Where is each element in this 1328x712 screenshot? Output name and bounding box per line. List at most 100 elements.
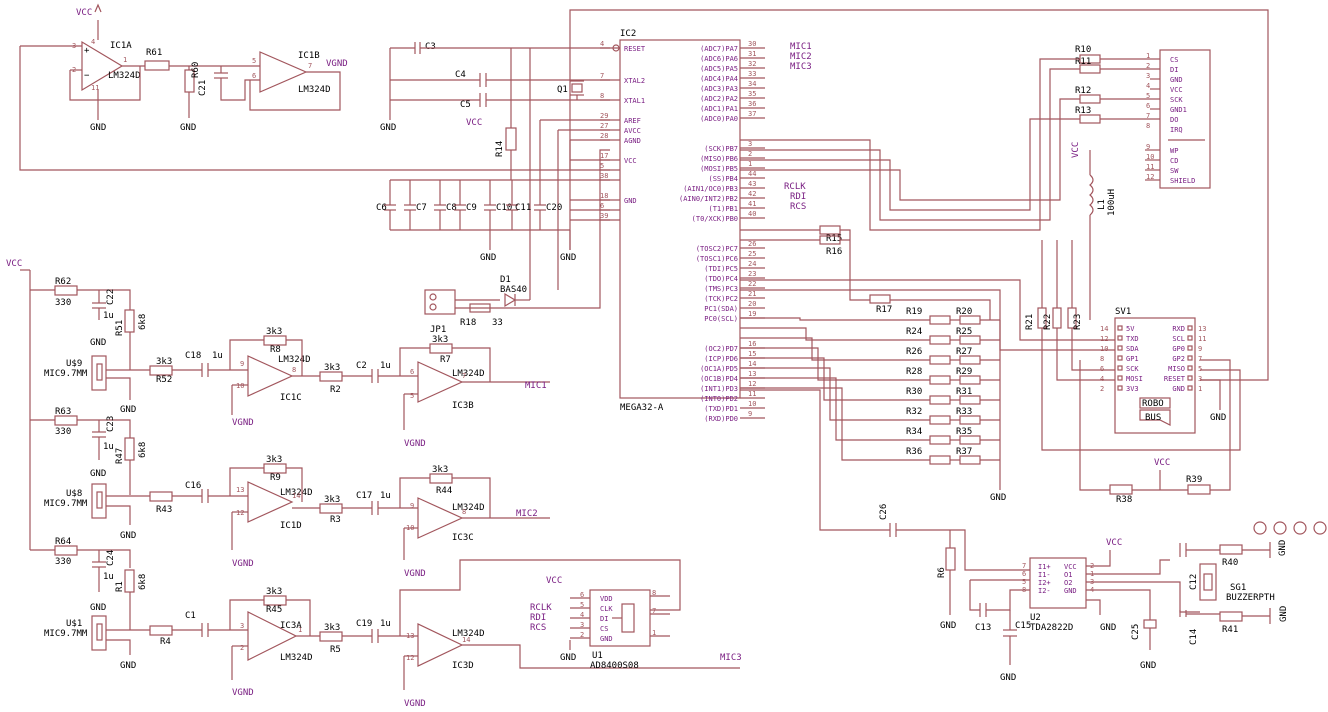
svg-text:C9: C9 <box>466 203 477 213</box>
svg-text:C20: C20 <box>546 203 562 213</box>
u2-amplifier <box>1029 557 1087 609</box>
mega-pin-name: (TMS)PC3 <box>704 285 738 293</box>
resistor <box>929 415 951 425</box>
svg-text:VCC: VCC <box>1106 538 1122 548</box>
sd-pin-name: GND <box>1170 76 1183 84</box>
c9-capacitor: C9 <box>454 180 477 230</box>
sd-pin-num: 11 <box>1146 163 1154 171</box>
mega-pin-name: (TOSC2)PC7 <box>696 245 738 253</box>
svg-text:RCLK: RCLK <box>530 603 552 613</box>
svg-text:VCC: VCC <box>546 576 562 586</box>
svg-text:BUS: BUS <box>1145 413 1161 423</box>
mega-pin-name: (ADC4)PA4 <box>700 75 738 83</box>
svg-text:1u: 1u <box>212 351 223 361</box>
ic1a-opamp <box>81 40 124 92</box>
svg-text:VCC: VCC <box>1154 458 1170 468</box>
svg-text:GND: GND <box>940 621 956 631</box>
mega-pin-name: XTAL1 <box>624 97 645 105</box>
r41-resistor <box>1219 611 1243 622</box>
svg-text:R21: R21 <box>1025 314 1035 330</box>
r38-resistor: R38 <box>1109 484 1133 505</box>
mega-pin-num: 29 <box>600 112 608 120</box>
svg-text:RDI: RDI <box>530 613 546 623</box>
sd-pin-name: CS <box>1170 56 1178 64</box>
u1-pin-num: 5 <box>580 601 584 609</box>
svg-text:6k8: 6k8 <box>138 574 148 590</box>
mega-pin-name: (OC1B)PD4 <box>700 375 738 383</box>
mega-pin-num: 2 <box>748 150 752 158</box>
mega-pin-num: 38 <box>600 172 608 180</box>
svg-text:R22: R22 <box>1043 314 1053 330</box>
resistor <box>959 435 981 445</box>
svg-text:C25: C25 <box>1131 624 1141 640</box>
svg-text:C11: C11 <box>515 203 531 213</box>
svg-text:R38: R38 <box>1116 495 1132 505</box>
mega-pin-name: (AIN0/INT2)PB2 <box>679 195 738 203</box>
svg-text:VGND: VGND <box>326 59 348 69</box>
svg-text:BAS40: BAS40 <box>500 285 527 295</box>
mega-pin-num: 39 <box>600 212 608 220</box>
svg-text:U$1: U$1 <box>66 619 82 629</box>
svg-text:3k3: 3k3 <box>324 363 340 373</box>
r2-resistor <box>319 371 343 382</box>
svg-text:LM324D: LM324D <box>278 355 311 365</box>
sd-pin-name: DI <box>1170 66 1178 74</box>
svg-text:VCC: VCC <box>466 118 482 128</box>
u1-pin-name: DI <box>600 615 608 623</box>
svg-text:MIC3: MIC3 <box>790 62 812 72</box>
svg-text:GND: GND <box>180 123 196 133</box>
svg-text:R2: R2 <box>330 385 341 395</box>
mega-pin-num: 10 <box>748 400 756 408</box>
svg-text:C26: C26 <box>879 504 889 520</box>
r15-resistor: R15 <box>819 225 842 244</box>
resistor-label: R28 <box>906 367 922 377</box>
r17-resistor: R17 <box>869 294 892 315</box>
r12-resistor: R12 <box>1075 86 1101 104</box>
svg-text:C19: C19 <box>356 619 372 629</box>
resistor <box>929 375 951 385</box>
svg-text:C2: C2 <box>356 361 367 371</box>
svg-text:LM324D: LM324D <box>452 503 485 513</box>
svg-text:BUZZERPTH: BUZZERPTH <box>1226 593 1275 603</box>
svg-text:330: 330 <box>55 427 71 437</box>
svg-text:R6: R6 <box>937 567 947 578</box>
svg-text:R15: R15 <box>826 234 842 244</box>
resistor-label: R36 <box>906 447 922 457</box>
svg-text:GND: GND <box>90 469 106 479</box>
sv1-pin-num: 2 <box>1100 385 1104 393</box>
sd-pin-num: 10 <box>1146 153 1154 161</box>
svg-text:U2: U2 <box>1030 613 1041 623</box>
mega-pin-name: (OC2)PD7 <box>704 345 738 353</box>
mega-pin-name: (T1)PB1 <box>708 205 738 213</box>
svg-text:R8: R8 <box>270 345 281 355</box>
svg-text:AD8400S08: AD8400S08 <box>590 661 639 671</box>
resistor-label: R34 <box>906 427 922 437</box>
resistor-label: R35 <box>956 427 972 437</box>
sv1-pin-name: 3V3 <box>1126 385 1139 393</box>
mega-pin-num: 19 <box>748 310 756 318</box>
sd-pin-name: IRQ <box>1170 126 1183 134</box>
resistor <box>959 455 981 465</box>
svg-text:C21: C21 <box>198 80 208 96</box>
svg-text:6: 6 <box>410 368 414 376</box>
mega-pin-num: 36 <box>748 100 756 108</box>
jp1-jumper[interactable] <box>424 289 456 315</box>
svg-text:14: 14 <box>462 636 470 644</box>
mega-pin-name: (TXD)PD1 <box>704 405 738 413</box>
sv1-pin-name: GP2 <box>1172 355 1185 363</box>
mega-pin-num: 22 <box>748 280 756 288</box>
svg-text:R17: R17 <box>876 305 892 315</box>
resistor <box>929 395 951 405</box>
svg-text:GND: GND <box>1140 661 1156 671</box>
r64-resistor <box>54 545 78 556</box>
svg-text:1: 1 <box>123 56 127 64</box>
resistor <box>959 335 981 345</box>
sv1-pin-name: RESET <box>1164 375 1186 383</box>
mega32-ic: IC2 MEGA32-A 4RESET7XTAL28XTAL129AREF27A… <box>600 29 812 423</box>
sv1-pin-num: 4 <box>1100 375 1104 383</box>
svg-text:C13: C13 <box>975 623 991 633</box>
resistor <box>929 435 951 445</box>
svg-text:+: + <box>84 46 90 56</box>
